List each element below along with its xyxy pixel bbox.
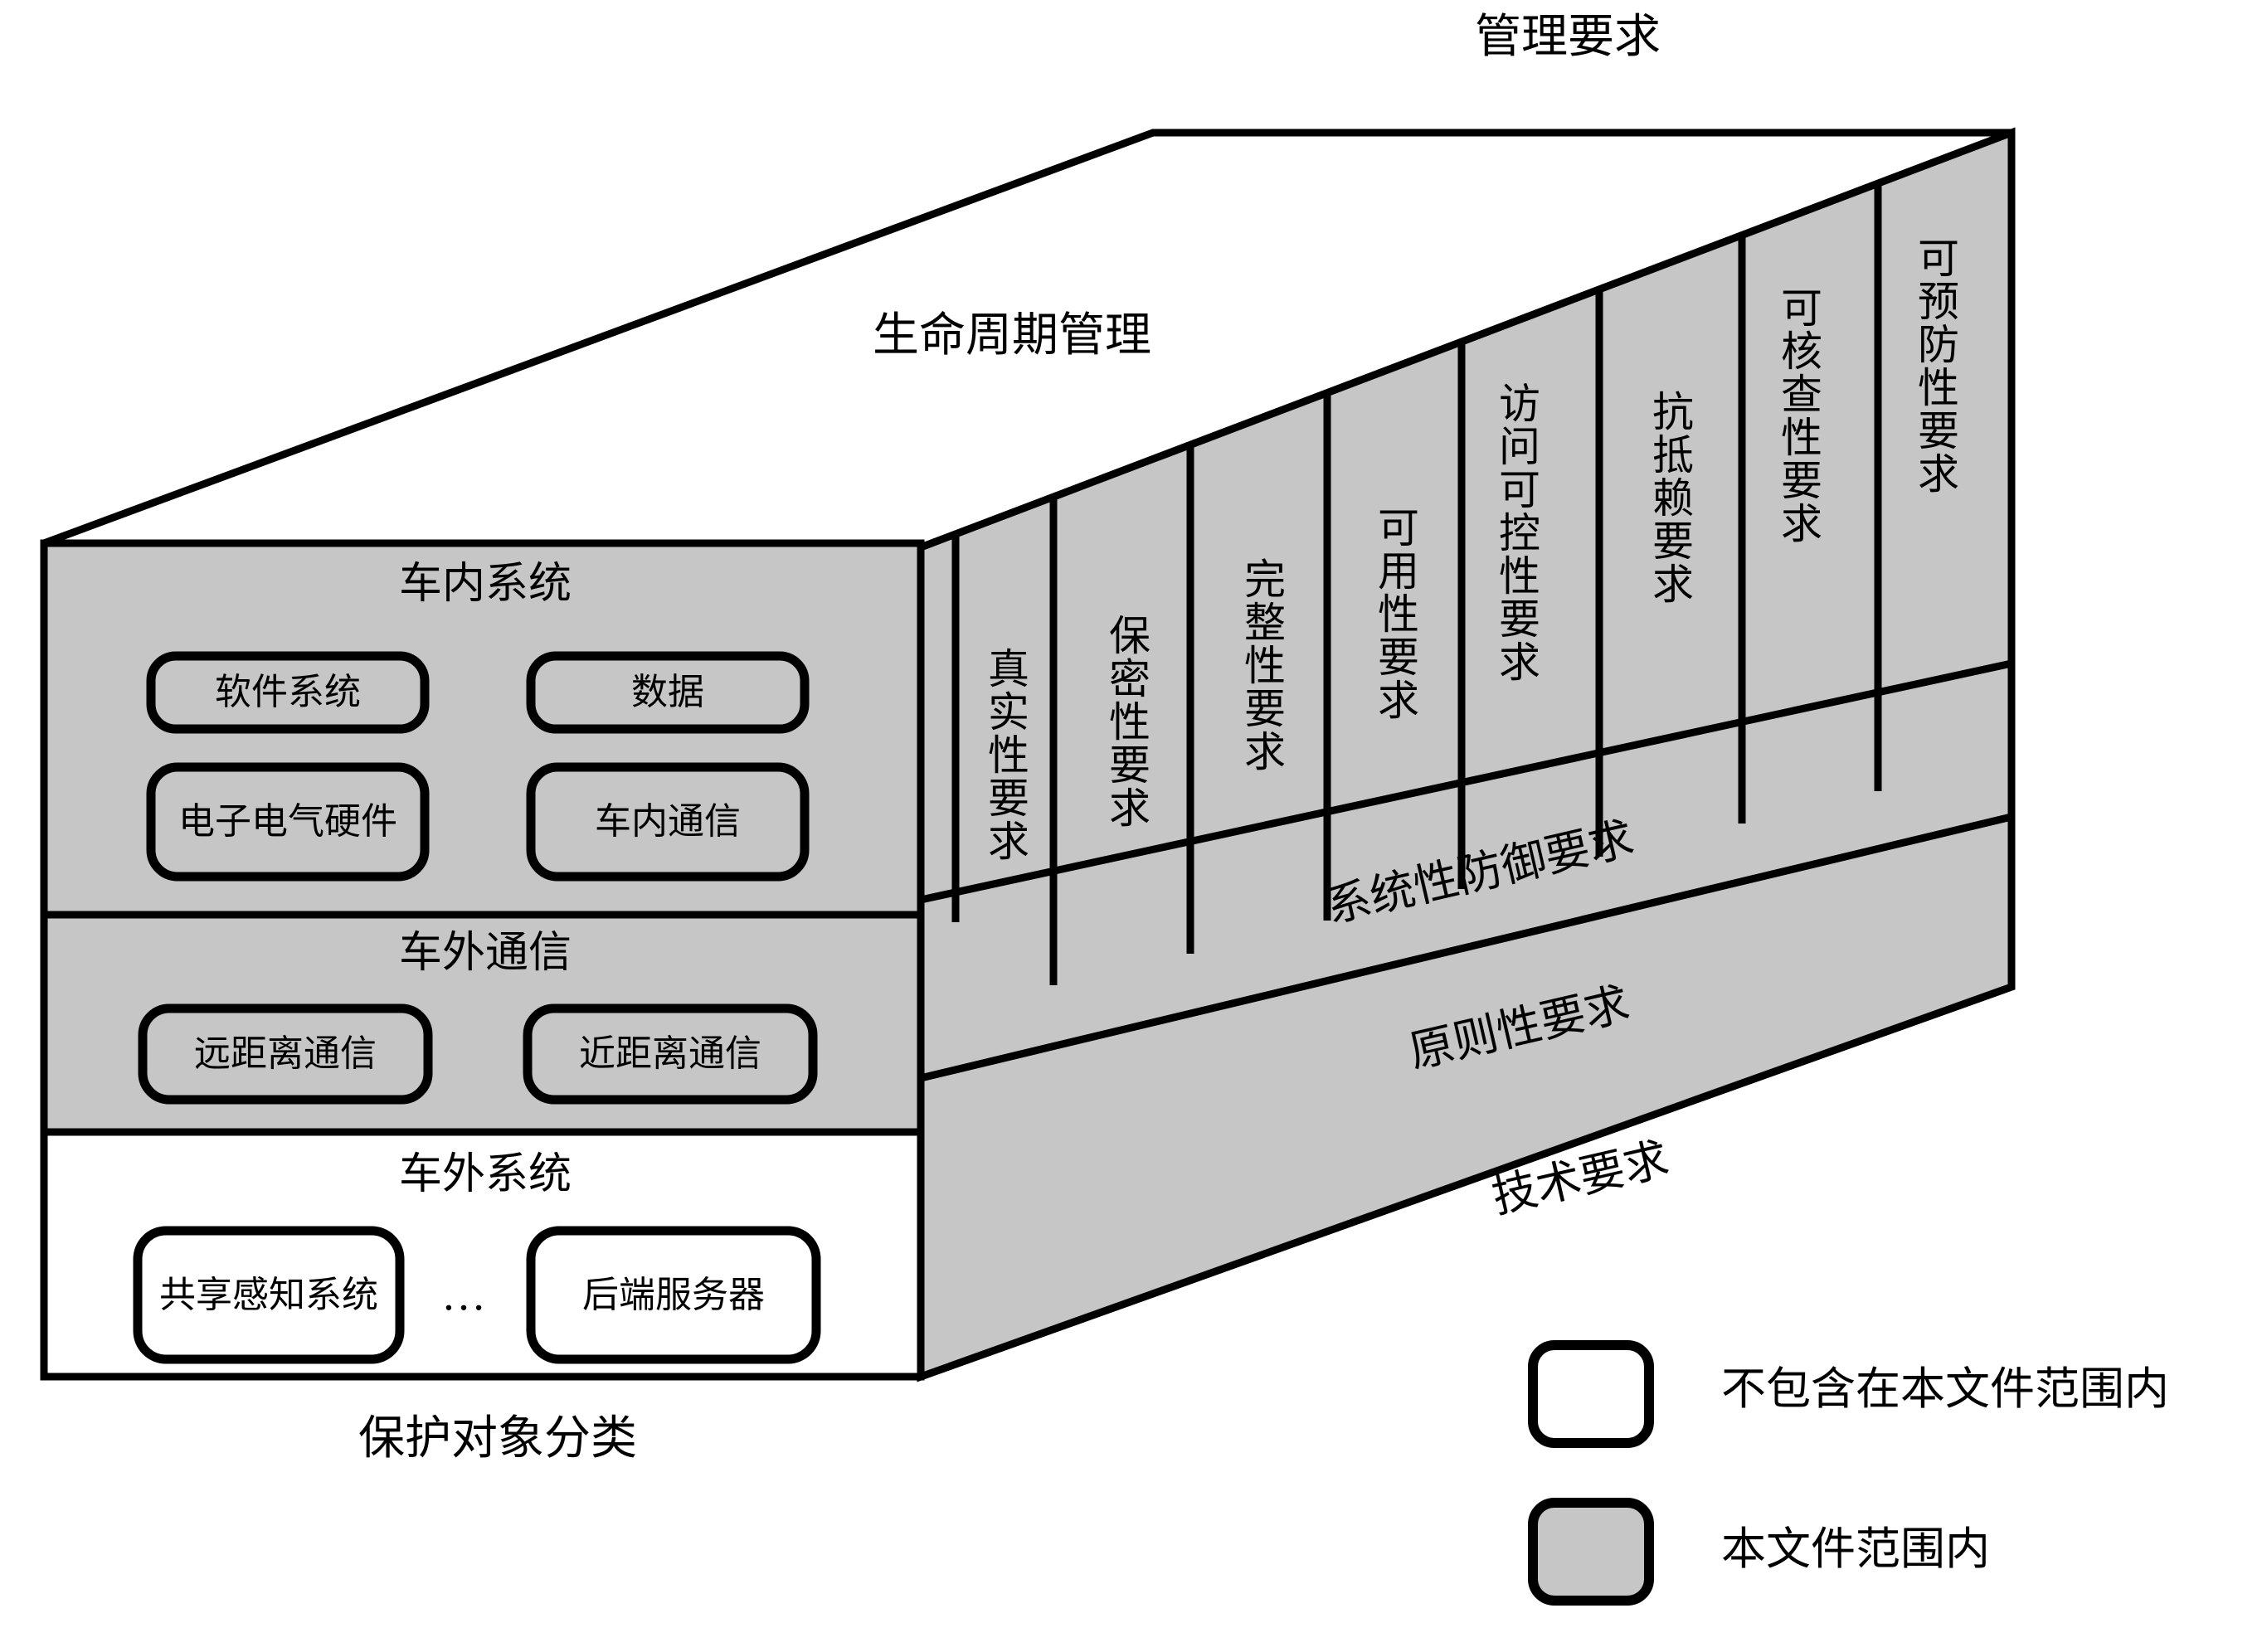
side-column-label-preventability[interactable]: 可预防性要求: [1912, 236, 1958, 495]
item-label-in-vehicle-comm[interactable]: 车内通信: [595, 801, 741, 843]
section-heading-external-system: 车外系统: [398, 1150, 572, 1198]
item-box-backend-server: [526, 1226, 821, 1364]
item-box-in-vehicle-comm: [526, 762, 810, 882]
item-box-long-range-comm: [138, 1003, 433, 1105]
page-title: 管理要求: [1475, 11, 1661, 63]
section-heading-in-vehicle-system: 车内系统: [398, 560, 572, 608]
item-label-backend-server[interactable]: 后端服务器: [582, 1274, 765, 1315]
item-label-long-range-comm[interactable]: 远距离通信: [194, 1033, 377, 1075]
side-column-label-integrity[interactable]: 完整性要求: [1238, 557, 1285, 773]
side-column-label-non-repudiation[interactable]: 抗抵赖要求: [1647, 390, 1693, 605]
item-label-ee-hardware[interactable]: 电子电气硬件: [178, 801, 397, 843]
legend-swatch-gray: [1528, 1498, 1654, 1606]
side-column-label-authenticity[interactable]: 真实性要求: [982, 647, 1029, 862]
item-box-software-system: [146, 651, 430, 734]
item-label-shared-sensing-system[interactable]: 共享感知系统: [159, 1274, 378, 1315]
side-column-label-availability[interactable]: 可用性要求: [1372, 506, 1418, 722]
item-box-ee-hardware: [146, 762, 430, 882]
legend-label-in-scope: 本文件范围内: [1721, 1524, 1990, 1574]
item-label-short-range-comm[interactable]: 近距离通信: [579, 1033, 761, 1075]
ellipsis-separator: …: [441, 1269, 489, 1319]
side-column-dividers: [951, 186, 1882, 985]
item-box-data: [526, 651, 810, 734]
item-label-software-system[interactable]: 软件系统: [215, 672, 361, 713]
top-face-label: 生命周期管理: [873, 309, 1151, 362]
legend-label-out-of-scope: 不包含在本文件范围内: [1721, 1364, 2169, 1414]
side-column-label-confidentiality[interactable]: 保密性要求: [1103, 614, 1150, 829]
item-box-shared-sensing-system: [133, 1226, 405, 1364]
section-heading-external-comm: 车外通信: [398, 929, 572, 977]
front-face-label: 保护对象分类: [358, 1412, 637, 1465]
item-box-short-range-comm: [523, 1003, 818, 1105]
item-label-data[interactable]: 数据: [631, 672, 704, 713]
side-column-label-access-control[interactable]: 访问可控性要求: [1493, 381, 1540, 683]
side-column-label-auditability[interactable]: 可核查性要求: [1775, 286, 1822, 545]
legend-swatch-white: [1528, 1340, 1654, 1448]
